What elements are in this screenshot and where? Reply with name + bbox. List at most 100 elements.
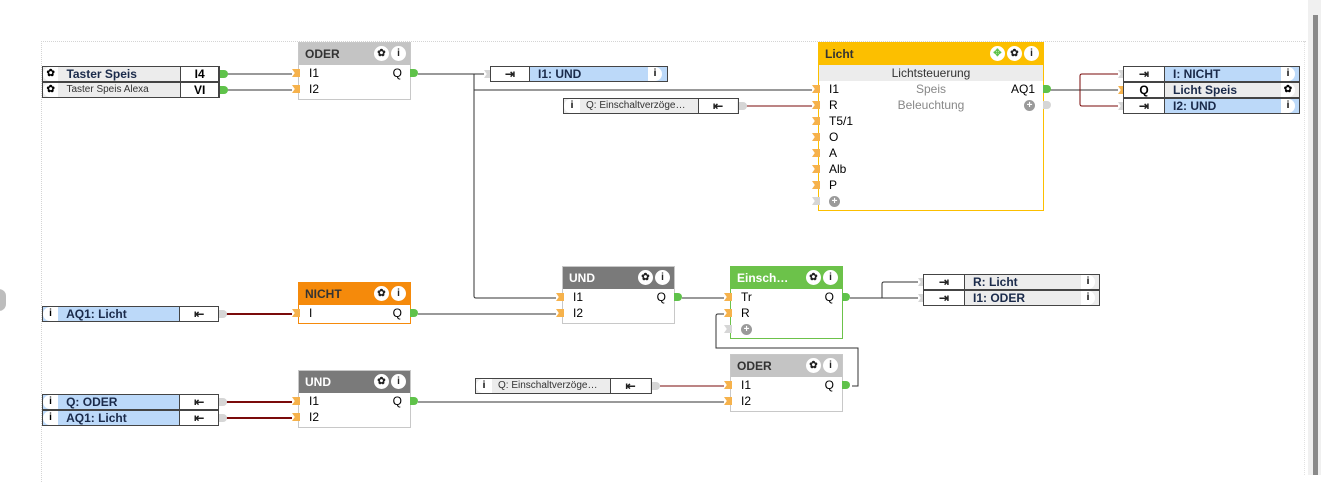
input-pin[interactable] [812,165,820,173]
block-header[interactable]: ODER ✿i [731,355,842,377]
info-icon[interactable]: i [1081,291,1095,305]
input-pin[interactable] [556,293,564,301]
input-pin[interactable] [812,117,820,125]
input-taster-speis[interactable]: ✿ Taster Speis I4 [42,66,220,82]
input-pin[interactable] [292,69,300,77]
output-pin[interactable] [220,86,228,94]
ref-pin[interactable] [739,102,747,110]
block-header[interactable]: UND ✿i [563,267,674,289]
ref-q-oder[interactable]: i Q: ODER ⇤ [42,394,219,410]
panel-toggle-handle[interactable] [0,289,6,311]
block-header[interactable]: ODER ✿i [299,43,410,65]
info-icon[interactable]: i [43,395,59,409]
ref-pin[interactable] [652,382,660,390]
gear-icon[interactable]: ✿ [806,358,821,373]
input-pin[interactable] [812,133,820,141]
input-pin[interactable] [812,85,820,93]
block-header[interactable]: NICHT ✿i [299,283,410,305]
output-pin[interactable] [220,70,228,78]
gear-icon[interactable]: ✿ [43,67,59,81]
input-pin[interactable] [812,197,820,205]
input-pin[interactable] [292,85,300,93]
input-pin[interactable] [724,309,732,317]
gear-icon[interactable]: ✿ [374,46,389,61]
info-icon[interactable]: i [391,374,406,389]
info-icon[interactable]: i [391,46,406,61]
block-header[interactable]: Licht ✥✿i [819,43,1043,65]
input-pin[interactable] [724,397,732,405]
ref-q-einschalt-bottom[interactable]: i Q: Einschaltverzöge… ⇤ [475,378,652,394]
info-icon[interactable]: i [823,358,838,373]
block-header[interactable]: Einsch… ✿i [731,267,842,289]
gear-icon[interactable]: ✿ [806,270,821,285]
ref-i2-und[interactable]: ⇥ I2: UND i [1123,98,1300,114]
info-icon[interactable]: i [648,67,662,81]
output-pin[interactable] [1043,85,1051,93]
info-icon[interactable]: i [476,379,492,393]
ref-pin[interactable] [219,398,227,406]
info-icon[interactable]: i [43,411,59,425]
info-icon[interactable]: i [43,307,59,321]
gear-icon[interactable]: ✿ [374,286,389,301]
info-icon[interactable]: i [1081,275,1095,289]
input-pin[interactable] [812,181,820,189]
gear-icon[interactable]: ✿ [638,270,653,285]
input-pin[interactable] [292,309,300,317]
add-input-icon[interactable]: + [741,324,752,336]
gear-icon[interactable]: ✿ [43,83,59,97]
ref-i-nicht[interactable]: ⇥ I: NICHT i [1123,66,1300,82]
move-icon[interactable]: ✥ [990,46,1005,61]
input-pin[interactable] [556,309,564,317]
output-pin[interactable] [410,397,418,405]
ref-pin[interactable] [1118,70,1126,78]
ref-i1-oder[interactable]: ⇥ I1: ODER i [923,290,1100,306]
add-input-icon[interactable]: + [829,196,840,208]
info-icon[interactable]: i [655,270,670,285]
input-pin[interactable] [724,381,732,389]
info-icon[interactable]: i [1281,99,1295,113]
ref-pin[interactable] [1118,102,1126,110]
ref-pin[interactable] [484,70,492,78]
output-pin[interactable] [842,381,850,389]
ref-aq1-licht-mid[interactable]: i AQ1: Licht ⇤ [42,306,219,322]
info-icon[interactable]: i [1024,46,1039,61]
info-icon[interactable]: i [823,270,838,285]
input-taster-speis-alexa[interactable]: ✿ Taster Speis Alexa VI [42,82,220,98]
ref-pin[interactable] [918,294,926,302]
ref-pin[interactable] [918,278,926,286]
ref-r-licht[interactable]: ⇥ R: Licht i [923,274,1100,290]
ref-pin[interactable] [219,414,227,422]
ref-q-einschalt-top[interactable]: i Q: Einschaltverzöge… ⇤ [563,98,739,114]
gear-icon[interactable]: ✿ [374,374,389,389]
info-icon[interactable]: i [1281,67,1295,81]
logic-canvas[interactable] [41,41,1306,482]
scrollbar-thumb[interactable] [1313,15,1318,475]
input-pin[interactable] [812,101,820,109]
gear-icon[interactable]: ✿ [1007,46,1022,61]
input-pin[interactable] [724,325,732,333]
info-icon[interactable]: i [391,286,406,301]
output-pin[interactable] [410,309,418,317]
output-pin[interactable] [410,69,418,77]
output-pin-q[interactable] [1118,86,1126,94]
gear-icon[interactable]: ✿ [1281,83,1295,97]
add-output-icon[interactable]: + [1024,100,1035,112]
info-icon[interactable]: i [564,99,580,113]
ref-i1-und[interactable]: ⇥ I1: UND i [490,66,668,82]
input-pin[interactable] [724,293,732,301]
block-header[interactable]: UND ✿i [299,371,410,393]
output-pin[interactable] [1043,101,1051,109]
output-licht-speis[interactable]: Q Licht Speis ✿ [1123,82,1300,98]
output-pin[interactable] [674,293,682,301]
ref-pin[interactable] [219,310,227,318]
output-pin[interactable] [842,293,850,301]
input-pin[interactable] [292,397,300,405]
input-pin[interactable] [292,413,300,421]
